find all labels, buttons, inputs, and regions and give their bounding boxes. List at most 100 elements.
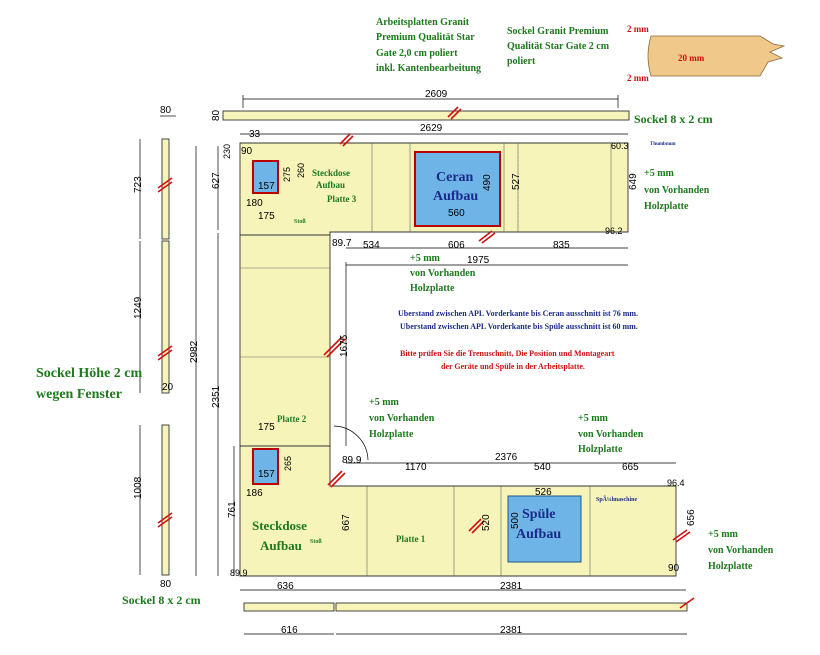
plus5-right-mid-1: +5 mm	[578, 413, 609, 424]
steckdose-top-label-1: Steckdose	[312, 168, 350, 178]
overhang-note-1: Uberstand zwischen APL Vorderkante bis C…	[398, 309, 638, 318]
dim-665: 665	[622, 462, 639, 473]
ceran-cutout	[414, 151, 501, 227]
dim-175-top: 175	[258, 211, 275, 222]
spuele-label-1: Spüle	[522, 507, 555, 522]
platte1-label: Platte 1	[396, 534, 426, 544]
plus5-right-top-1: +5 mm	[644, 168, 675, 179]
dim-230: 230	[222, 144, 232, 159]
worktop-bottom	[239, 445, 677, 577]
check-note-1: Bitte prüfen Sie die Trenuschnitt, Die P…	[400, 349, 615, 358]
dim-20: 20	[162, 382, 174, 393]
dim-60-3: 60.3	[611, 141, 629, 151]
stoss-top: Stoß	[294, 219, 306, 225]
dim-80-left: 80	[160, 105, 172, 116]
dim-534: 534	[363, 240, 380, 251]
dim-80-bottom: 80	[160, 579, 172, 590]
plus5-right-bottom-1: +5 mm	[708, 529, 739, 540]
spuelmaschine-label: SpÃ¼lmaschine	[596, 495, 638, 503]
sockel-top-label: Sockel 8 x 2 cm	[634, 112, 713, 126]
dim-616: 616	[281, 625, 298, 636]
ceran-label-2: Aufbau	[433, 189, 478, 204]
dim-656: 656	[686, 509, 697, 526]
worktop-spec-note: Arbeitsplatten Granit Premium Qualität S…	[376, 17, 481, 74]
dim-1975: 1975	[467, 255, 490, 266]
dim-89-9: 89.9	[342, 455, 362, 466]
dim-265: 265	[283, 456, 293, 471]
steckdose-top-label-2: Aufbau	[316, 180, 345, 190]
steckdose-bottom-label-1: Steckdose	[252, 518, 307, 533]
dim-667: 667	[341, 514, 352, 531]
brand-small: Thumbnum	[650, 142, 676, 147]
plinth-left-3	[161, 424, 170, 576]
spuele-label-2: Aufbau	[516, 527, 561, 542]
dim-175-bottom: 175	[258, 422, 275, 433]
dim-2629: 2629	[420, 123, 443, 134]
dim-560: 560	[448, 208, 465, 219]
steckdose-bottom-cutout	[252, 448, 279, 485]
dim-2609: 2609	[425, 89, 448, 100]
svg-text:Premium Qualität Star: Premium Qualität Star	[376, 32, 475, 43]
dim-89-9-bottom: 89.9	[230, 568, 248, 578]
dim-33: 33	[249, 129, 261, 140]
dim-649: 649	[628, 173, 639, 190]
dim-527: 527	[511, 173, 522, 190]
plus5-right-mid-2: von Vorhanden	[578, 429, 644, 440]
dim-2381-bottom: 2381	[500, 625, 523, 636]
dim-1008: 1008	[133, 476, 144, 499]
dim-180: 180	[246, 198, 263, 209]
stoss-bottom: Stoß	[310, 539, 322, 545]
sockel-window-label-2: wegen Fenster	[36, 387, 122, 402]
plus5-left-1: +5 mm	[369, 397, 400, 408]
dim-520: 520	[481, 514, 492, 531]
dim-96-2: 96.2	[605, 226, 623, 236]
dim-90-bottom: 90	[668, 563, 680, 574]
platte3-label: Platte 3	[327, 194, 357, 204]
dim-275: 275	[282, 167, 292, 182]
dim-1675: 1675	[339, 334, 350, 357]
dim-96-4: 96.4	[667, 478, 685, 488]
dim-186: 186	[246, 488, 263, 499]
steckdose-top-cutout	[252, 160, 279, 194]
dim-2351: 2351	[211, 385, 222, 408]
plus5-right-top-2: von Vorhanden	[644, 185, 710, 196]
dim-157-bottom: 157	[258, 469, 275, 480]
dim-540: 540	[534, 462, 551, 473]
plus5-right-bottom-2: von Vorhanden	[708, 545, 774, 556]
plus5-left-2: von Vorhanden	[369, 413, 435, 424]
check-note-2: der Geräte und Spüle in der Arbeitsplatt…	[441, 362, 585, 371]
dim-606: 606	[448, 240, 465, 251]
svg-text:2 mm: 2 mm	[627, 73, 649, 83]
plus5-right-mid-3: Holzplatte	[578, 444, 623, 455]
dim-490: 490	[482, 174, 493, 191]
plinth-top	[222, 110, 630, 121]
plinth-left-2	[161, 240, 170, 394]
plus5-mid-1: +5 mm	[410, 253, 441, 264]
dim-526: 526	[535, 487, 552, 498]
svg-text:Qualität Star Gate 2 cm: Qualität Star Gate 2 cm	[507, 41, 610, 52]
spuele-cutout	[507, 495, 582, 563]
sockel-window-label-1: Sockel Höhe 2 cm	[36, 366, 142, 381]
steckdose-bottom-label-2: Aufbau	[260, 538, 302, 553]
dim-2381-top: 2381	[500, 581, 523, 592]
plus5-right-bottom-3: Holzplatte	[708, 561, 753, 572]
dim-500: 500	[510, 512, 521, 529]
dim-636: 636	[277, 581, 294, 592]
platte2-label: Platte 2	[277, 414, 307, 424]
plus5-mid-2: von Vorhanden	[410, 268, 476, 279]
plus5-left-3: Holzplatte	[369, 429, 414, 440]
dim-1249: 1249	[133, 296, 144, 319]
dim-1170: 1170	[405, 462, 427, 473]
svg-text:20 mm: 20 mm	[678, 53, 705, 63]
sockel-bottom-label: Sockel 8 x 2 cm	[122, 593, 201, 607]
plinth-spec-note: Sockel Granit Premium Qualität Star Gate…	[507, 26, 610, 67]
dim-761: 761	[227, 501, 238, 518]
dim-90: 90	[241, 146, 253, 157]
edge-profile: 2 mm 2 mm 20 mm	[627, 24, 786, 83]
overhang-note-2: Uberstand zwischen APL Vorderkante bis S…	[400, 322, 638, 331]
dim-89-7: 89.7	[332, 238, 352, 249]
dim-2982: 2982	[189, 340, 200, 363]
svg-text:poliert: poliert	[507, 56, 536, 67]
dim-157-top: 157	[258, 181, 275, 192]
